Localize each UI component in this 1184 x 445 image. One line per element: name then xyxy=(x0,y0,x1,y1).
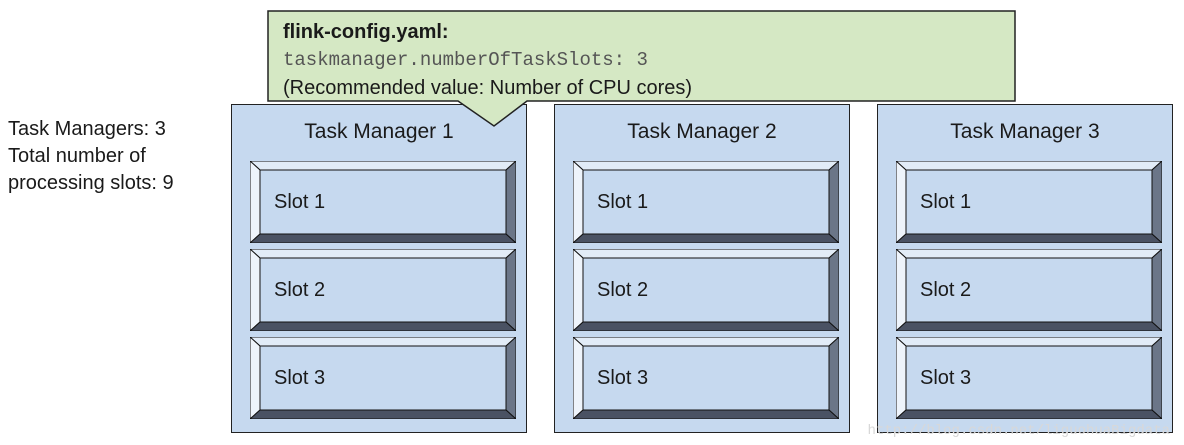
task-manager-3: Task Manager 3 Slot 1 Slot 2 Slot 3 xyxy=(877,104,1173,433)
slot-bevel-frame xyxy=(250,337,516,419)
slot: Slot 1 xyxy=(250,161,516,243)
callout-shape xyxy=(267,10,1016,127)
slot: Slot 1 xyxy=(896,161,1162,243)
cluster-summary: Task Managers: 3 Total number of process… xyxy=(8,116,174,197)
slot-bevel-frame xyxy=(896,337,1162,419)
slot-label: Slot 1 xyxy=(597,191,649,213)
config-recommendation: (Recommended value: Number of CPU cores) xyxy=(283,77,693,99)
slot-bevel-frame xyxy=(896,249,1162,331)
slot-bevel-frame xyxy=(573,337,839,419)
slot: Slot 3 xyxy=(573,337,839,419)
slot-label: Slot 3 xyxy=(597,367,649,389)
slot-bevel-frame xyxy=(573,161,839,243)
slot: Slot 1 xyxy=(573,161,839,243)
slot-label: Slot 1 xyxy=(920,191,972,213)
slot: Slot 2 xyxy=(250,249,516,331)
task-manager-2: Task Manager 2 Slot 1 Slot 2 Slot 3 xyxy=(554,104,850,433)
config-setting: taskmanager.numberOfTaskSlots: 3 xyxy=(283,49,648,71)
slot-bevel-frame xyxy=(573,249,839,331)
slot-label: Slot 3 xyxy=(920,367,972,389)
slot: Slot 2 xyxy=(896,249,1162,331)
task-manager-title: Task Manager 1 xyxy=(304,120,454,143)
total-slots-value: processing slots: 9 xyxy=(8,172,174,194)
slot-bevel-frame xyxy=(250,161,516,243)
task-manager-title: Task Manager 3 xyxy=(950,120,1100,143)
callout-text: flink-config.yaml: taskmanager.numberOfT… xyxy=(283,18,692,102)
task-managers-count: Task Managers: 3 xyxy=(8,118,166,140)
config-file-name: flink-config.yaml: xyxy=(283,21,449,43)
config-callout: flink-config.yaml: taskmanager.numberOfT… xyxy=(267,10,1017,128)
watermark: http://blog.csdn.net/liguohuaBigdata xyxy=(867,423,1170,439)
slot-label: Slot 2 xyxy=(274,279,326,301)
slot-label: Slot 1 xyxy=(274,191,326,213)
slot-bevel-frame xyxy=(250,249,516,331)
slot-label: Slot 3 xyxy=(274,367,326,389)
slot-label: Slot 2 xyxy=(597,279,649,301)
slot: Slot 2 xyxy=(573,249,839,331)
slot-bevel-frame xyxy=(896,161,1162,243)
slot: Slot 3 xyxy=(250,337,516,419)
slot-label: Slot 2 xyxy=(920,279,972,301)
slot: Slot 3 xyxy=(896,337,1162,419)
total-slots-label: Total number of xyxy=(8,145,146,167)
task-manager-1: Task Manager 1 Slot 1 Slot 2 Slot 3 xyxy=(231,104,527,433)
task-manager-title: Task Manager 2 xyxy=(627,120,777,143)
